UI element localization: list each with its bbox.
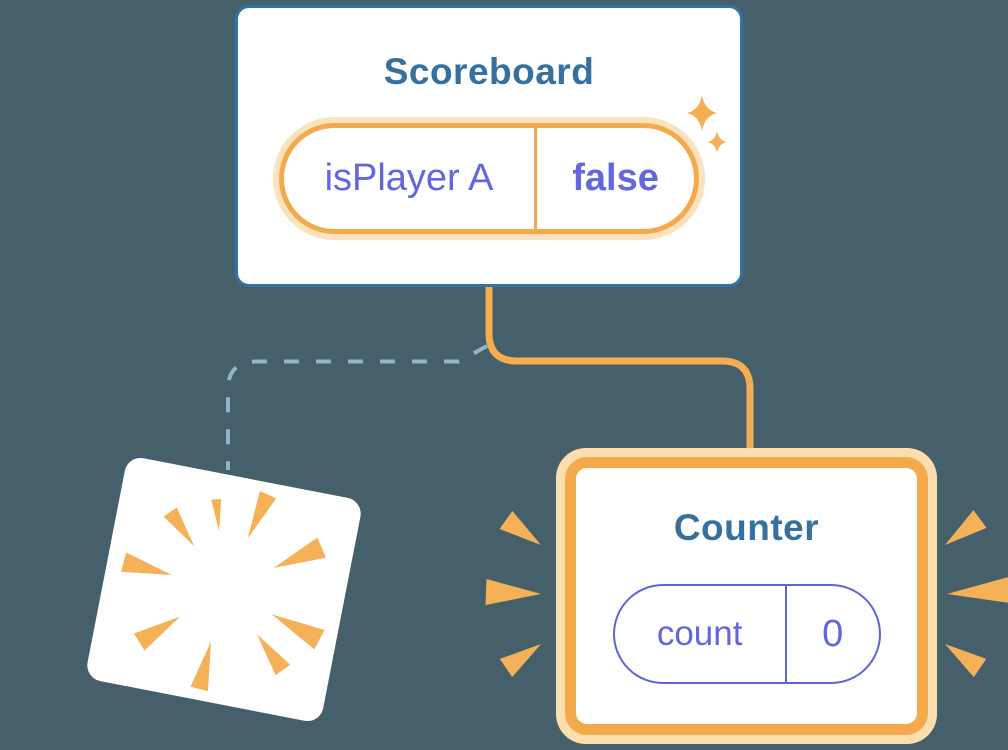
emphasis-burst-icon	[485, 579, 541, 605]
destruction-burst-wedge	[121, 552, 172, 576]
deleted-connection-line	[226, 344, 488, 470]
destruction-burst-wedge	[163, 507, 195, 547]
destruction-burst-wedge	[247, 490, 277, 539]
state-value-label: 0	[822, 612, 844, 655]
sparkle-icon	[687, 95, 727, 153]
destruction-burst-wedge	[273, 537, 326, 568]
emphasis-burst-icon	[945, 510, 987, 545]
scoreboard-state-pill: isPlayer A false	[273, 117, 705, 240]
emphasis-burst-icon	[499, 511, 541, 545]
sparkle-star	[687, 95, 717, 131]
sparkle-star	[707, 131, 727, 153]
counter-title: Counter	[673, 507, 820, 548]
scoreboard-title: Scoreboard	[383, 51, 595, 92]
emphasis-burst-icon	[945, 644, 987, 678]
destruction-burst-wedge	[190, 641, 212, 692]
destruction-burst-wedge	[271, 614, 325, 650]
state-value-label: false	[572, 157, 659, 199]
state-name-label: isPlayer A	[284, 128, 538, 229]
state-pill-body: isPlayer A false	[279, 123, 699, 234]
emphasis-burst-group	[485, 510, 1008, 678]
emphasis-burst-icon	[499, 644, 541, 678]
counter-card-body: Counter count 0	[565, 457, 928, 735]
counter-state-pill: count 0	[612, 584, 881, 684]
emphasis-burst-icon	[947, 577, 1008, 603]
counter-component-card: Counter count 0	[556, 448, 937, 744]
scoreboard-component-card: Scoreboard isPlayer A false	[235, 5, 743, 287]
destruction-burst-wedge	[133, 616, 180, 651]
state-name-label: count	[615, 586, 787, 682]
active-connection-line	[485, 284, 754, 466]
destruction-burst-icon	[121, 490, 326, 692]
destroyed-component-card	[84, 455, 364, 724]
destruction-burst-wedge	[257, 634, 291, 676]
destruction-burst-wedge	[211, 498, 222, 532]
